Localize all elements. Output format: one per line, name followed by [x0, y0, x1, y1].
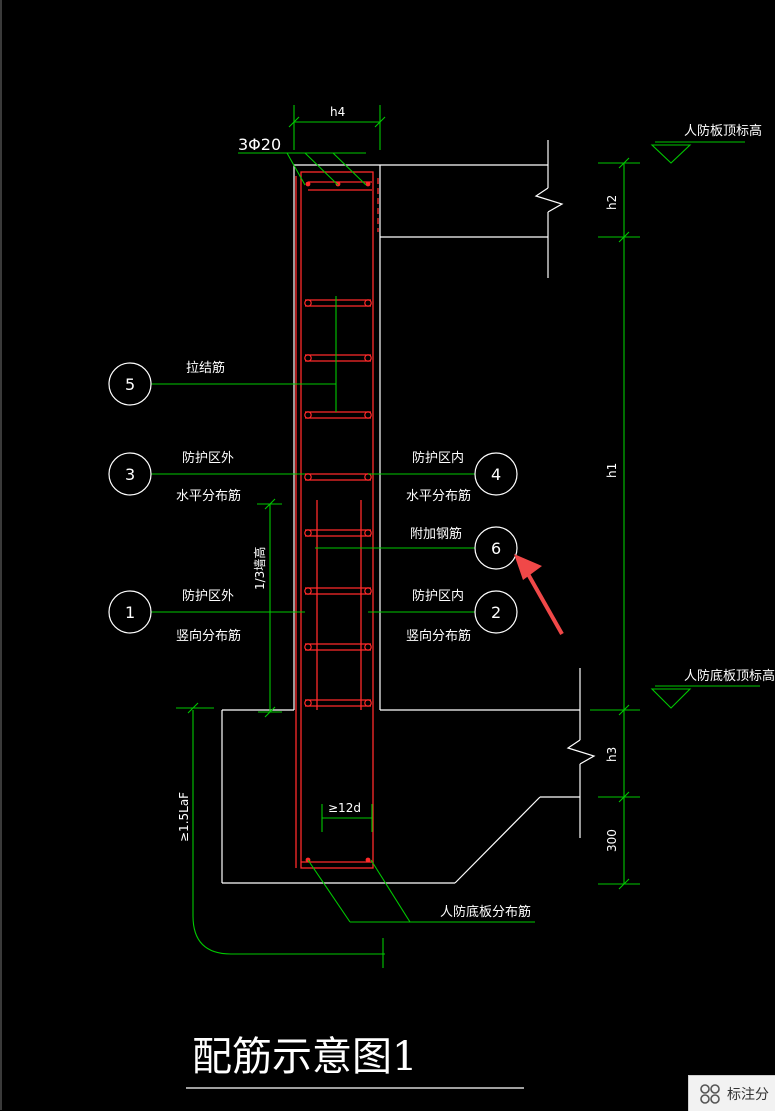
stirrup-bar [305, 699, 371, 707]
callout-label: 防护区内 [412, 588, 464, 604]
rebar-hook [304, 473, 312, 481]
rebar-dot [335, 181, 341, 187]
dim-anchor: ≥1.5LaF [177, 792, 191, 842]
dim-h2: h2 [605, 195, 619, 210]
callout-circles [108, 362, 518, 634]
rebar-hook [304, 699, 312, 707]
rebar-hook [364, 354, 372, 362]
elevation-bottom-label: 人防底板顶标高 [684, 668, 775, 684]
callout-label: 防护区内 [412, 450, 464, 466]
stirrup-bar [305, 643, 371, 651]
callout-label: 水平分布筋 [406, 488, 471, 504]
rebar-dot [365, 857, 371, 863]
rebar-hook [364, 529, 372, 537]
stirrup-bar [305, 529, 371, 537]
callout-label: 水平分布筋 [176, 488, 241, 504]
stirrup-bar [305, 299, 371, 307]
callout-number: 4 [491, 465, 501, 484]
rebar-top-label: 3Φ20 [238, 135, 281, 154]
rebar-hook [304, 411, 312, 419]
rebar-hook [304, 643, 312, 651]
callout-label: 附加钢筋 [410, 526, 462, 542]
callout-number: 3 [125, 465, 135, 484]
rebar-hook [364, 473, 372, 481]
dim-300: 300 [605, 829, 619, 852]
rebar-hook [364, 299, 372, 307]
callout-label: 拉结筋 [186, 360, 225, 376]
rebar-hook [304, 354, 312, 362]
toolbar-label: 标注分 [727, 1086, 769, 1103]
dim-third-height: 1/3墙高 [252, 547, 267, 590]
drawing-title: 配筋示意图1 [192, 1034, 417, 1080]
callout-number: 5 [125, 375, 135, 394]
callout-number: 2 [491, 603, 501, 622]
callout-label: 防护区外 [182, 588, 234, 604]
dim-h4: h4 [330, 105, 345, 119]
dim-h1: h1 [605, 463, 619, 478]
stirrup-bar [305, 411, 371, 419]
grid-apps-icon [700, 1083, 720, 1104]
rebar-hook [304, 587, 312, 595]
stirrup-bar [305, 354, 371, 362]
annotation-arrow [514, 554, 564, 635]
rebar-dot [305, 181, 311, 187]
callout-label: 竖向分布筋 [406, 628, 471, 644]
rebar-dot [365, 181, 371, 187]
rebar-hook [304, 529, 312, 537]
elevation-top-label: 人防板顶标高 [684, 123, 762, 139]
leader-lines [151, 105, 760, 968]
stirrup-group [304, 181, 372, 863]
rebar-hook [304, 299, 312, 307]
callout-number: 6 [491, 539, 501, 558]
concrete-outline [221, 140, 596, 884]
callout-label: 竖向分布筋 [176, 628, 241, 644]
stirrup-bar [305, 587, 371, 595]
rebar-hook [364, 643, 372, 651]
rebar-hook [364, 587, 372, 595]
callout-label: 防护区外 [182, 450, 234, 466]
rebar-hook [364, 411, 372, 419]
rebar-cage [295, 171, 379, 869]
callout-number: 1 [125, 603, 135, 622]
rebar-hook [364, 699, 372, 707]
bottom-rebar-label: 人防底板分布筋 [440, 904, 531, 920]
dim-lap-12d: ≥12d [328, 801, 361, 815]
dim-h3: h3 [605, 747, 619, 762]
annotation-toolbar-button[interactable]: 标注分 [688, 1075, 775, 1111]
stirrup-bar [305, 473, 371, 481]
